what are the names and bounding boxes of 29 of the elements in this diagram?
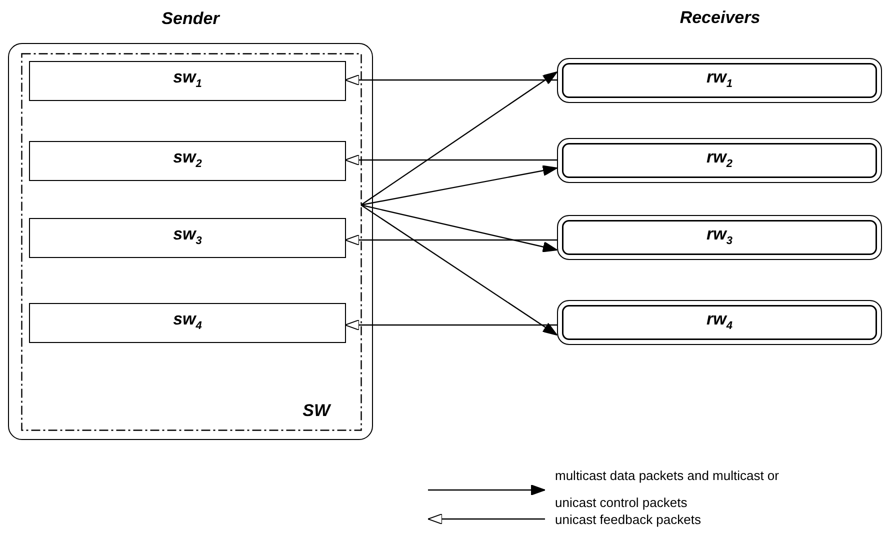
node-label: rw$_{4}$	[706, 309, 732, 332]
process-box	[557, 58, 882, 103]
arrow	[344, 154, 557, 166]
arrow	[360, 204, 558, 252]
process-box	[557, 215, 882, 260]
node-label: rw$_{2}$	[706, 147, 732, 170]
arrow	[344, 320, 557, 330]
process-box	[29, 303, 346, 343]
node-label: sw$_{1}$	[173, 68, 202, 90]
process-box	[29, 141, 346, 181]
process-box	[557, 138, 882, 183]
node-label: rw$_{1}$	[706, 67, 732, 90]
arrow	[344, 74, 557, 86]
arrow	[360, 165, 558, 206]
arrow	[360, 72, 558, 206]
process-box	[29, 218, 346, 258]
node-label: sw$_{2}$	[173, 148, 202, 170]
heading: Sender	[162, 9, 220, 29]
legend-text: unicast feedback packets	[555, 511, 702, 529]
node-label: SW	[302, 401, 330, 421]
process-box	[29, 61, 346, 101]
legend-text: multicast data packets and multicast or unicast control packets	[555, 467, 780, 512]
node-label: rw$_{3}$	[706, 224, 732, 246]
node-label: sw$_{3}$	[173, 224, 202, 247]
node-label: sw$_{4}$	[173, 310, 202, 332]
heading: Receivers	[680, 8, 760, 28]
process-box	[557, 300, 882, 345]
arrow	[344, 234, 557, 246]
arrow	[360, 204, 558, 336]
